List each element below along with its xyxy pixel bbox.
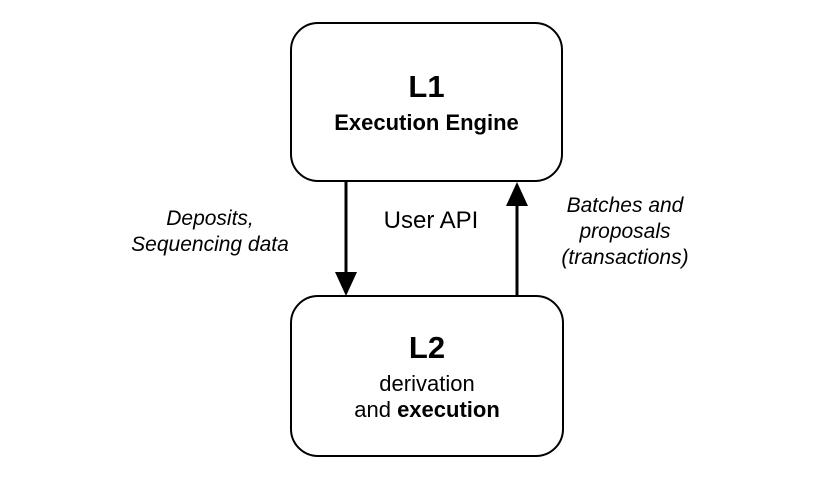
arrow-l2-to-l1 <box>506 182 528 296</box>
l2-line-derivation: derivation <box>379 370 475 396</box>
arrowhead-down-icon <box>335 272 357 296</box>
l2-description: derivation and execution <box>354 371 500 423</box>
edge-label-user-api: User API <box>383 207 479 234</box>
edge-label-right-line1: Batches and <box>566 194 684 217</box>
l2-title: L2 <box>408 329 446 365</box>
node-l1-execution-engine: L1 Execution Engine <box>290 22 563 182</box>
l1-title: L1 <box>408 68 445 104</box>
edge-label-left-line1: Deposits, <box>166 207 254 230</box>
l2-execution-text: execution <box>397 396 500 422</box>
edge-label-batches-proposals: Batches and proposals (transactions) <box>540 193 710 271</box>
arrow-l1-to-l2 <box>335 181 357 296</box>
l1-subtitle: Execution Engine <box>334 109 519 135</box>
node-l2-derivation-execution: L2 derivation and execution <box>290 295 564 457</box>
edge-label-right-line3: (transactions) <box>561 246 689 269</box>
edge-label-right-line2: proposals <box>579 220 671 243</box>
l2-and-text: and <box>354 396 398 422</box>
l2-line-and-execution: and execution <box>354 397 500 423</box>
arrowhead-up-icon <box>506 182 528 206</box>
edge-label-deposits-sequencing: Deposits, Sequencing data <box>100 206 320 258</box>
edge-label-left-line2: Sequencing data <box>131 233 289 256</box>
